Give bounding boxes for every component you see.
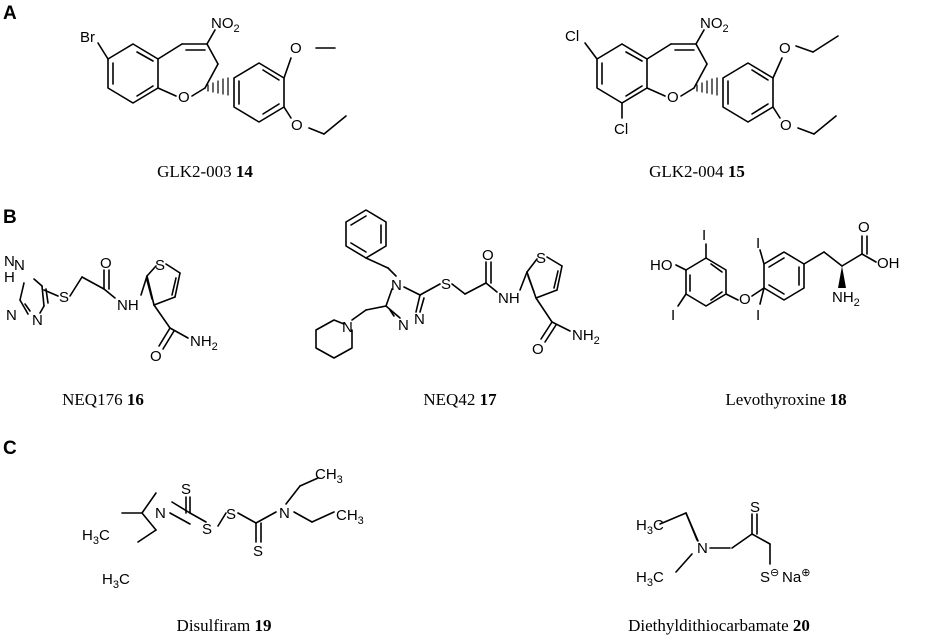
atom-nh2: NH2 [572, 327, 600, 347]
atom-n-triazole: N [14, 257, 25, 274]
atom-h3c-2: H3C [102, 571, 130, 591]
atom-s: S [441, 276, 451, 293]
atom-nh: N [4, 253, 15, 270]
atom-no2: NO2 [211, 15, 240, 35]
atom-ho: HO [650, 257, 673, 274]
atom-n-triazole-2: N [6, 307, 17, 324]
caption-15: GLK2-004 15 [649, 162, 745, 181]
structure-20: H3C H3C N S S⊖ Na⊕ [636, 499, 810, 589]
atom-i-2: I [671, 307, 675, 324]
structure-15: Cl Cl NO2 O O O [565, 15, 839, 138]
atom-n-2: N [279, 505, 290, 522]
atom-n-triazole-a: N [398, 317, 409, 334]
atom-o-ring: O [667, 89, 679, 106]
atom-n: N [697, 540, 708, 557]
atom-i-3: I [756, 235, 760, 252]
atom-o-methoxy: O [290, 40, 302, 57]
atom-nh-amide: NH [498, 290, 520, 307]
atom-h3c-2: H3C [636, 569, 664, 589]
atom-s-thione-2: S [253, 543, 263, 560]
atom-i-4: I [756, 307, 760, 324]
atom-i-1: I [702, 227, 706, 244]
atom-s-thiophene: S [536, 250, 546, 267]
atom-h3c-1: H3C [82, 527, 110, 547]
atom-s-disulfide-2: S [226, 506, 236, 523]
panel-letter-c: C [3, 438, 17, 459]
caption-18: Levothyroxine 18 [725, 390, 847, 409]
structure-17: N N N N S O NH S O NH2 [315, 209, 600, 359]
atom-cl-top: Cl [565, 28, 579, 45]
atom-nh2: NH2 [832, 289, 860, 309]
atom-cl-bottom: Cl [614, 121, 628, 138]
atom-n-1: N [155, 505, 166, 522]
atom-o: O [482, 247, 494, 264]
atom-o: O [100, 255, 112, 272]
atom-na: Na⊕ [782, 567, 810, 586]
caption-20: Diethyldithiocarbamate 20 [628, 616, 810, 635]
atom-ch3-1: CH3 [315, 466, 343, 486]
atom-s-thione: S [750, 499, 760, 516]
atom-nh-amide: NH [117, 297, 139, 314]
panel-letter-a: A [3, 3, 17, 24]
structure-16: N H N N N S O NH S O NH2 [4, 253, 218, 365]
atom-n-piperidine: N [342, 319, 353, 336]
panel-letter-b: B [3, 207, 17, 228]
atom-nh-h: H [4, 269, 15, 286]
atom-n-triazole-3: N [32, 312, 43, 329]
atom-o-ethoxy-bottom: O [780, 117, 792, 134]
atom-s-disulfide-1: S [202, 521, 212, 538]
atom-s-thiophene: S [155, 257, 165, 274]
atom-o-carbonyl: O [532, 341, 544, 358]
atom-o-ring: O [178, 89, 190, 106]
structure-18: HO I I O I I O OH NH2 [650, 219, 900, 324]
atom-o-carbonyl: O [150, 348, 162, 365]
structure-14: Br NO2 O O O [80, 15, 347, 135]
caption-17: NEQ42 17 [423, 390, 497, 409]
atom-o-carbonyl: O [858, 219, 870, 236]
atom-n-benzyl: N [391, 277, 402, 294]
atom-br: Br [80, 29, 95, 46]
caption-16: NEQ176 16 [62, 390, 144, 409]
atom-ch3-2: CH3 [336, 507, 364, 527]
structure-19: H3C H3C N S S S S N CH3 CH3 [82, 466, 364, 591]
atom-nh2: NH2 [190, 333, 218, 353]
atom-s-thione-1: S [181, 481, 191, 498]
caption-19: Disulfiram 19 [176, 616, 272, 635]
atom-no2: NO2 [700, 15, 729, 35]
atom-n-triazole-b: N [414, 311, 425, 328]
atom-o-ether: O [739, 291, 751, 308]
atom-s: S [59, 289, 69, 306]
atom-h3c-1: H3C [636, 517, 664, 537]
atom-s-anion: S⊖ [760, 567, 779, 586]
atom-o-ethoxy-top: O [779, 40, 791, 57]
atom-oh: OH [877, 255, 900, 272]
atom-o-ethoxy: O [291, 117, 303, 134]
caption-14: GLK2-003 14 [157, 162, 253, 181]
